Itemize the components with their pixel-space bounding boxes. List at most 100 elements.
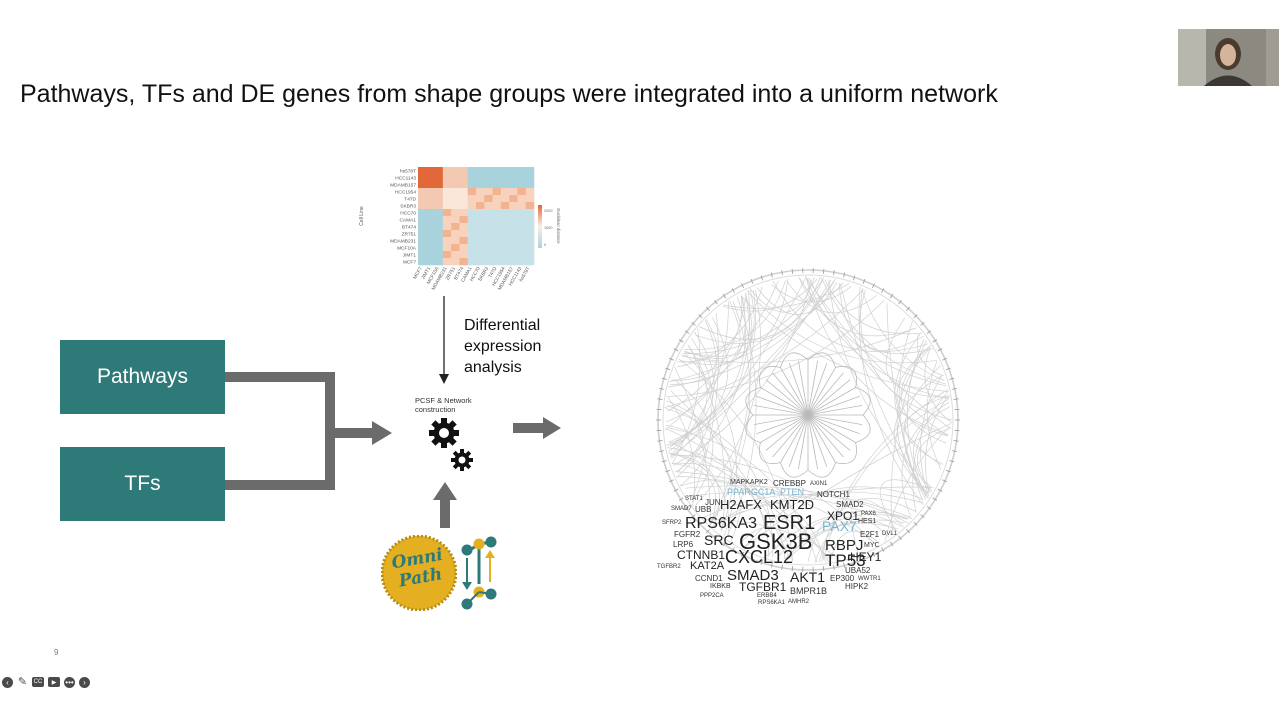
- heatmap-cell: [467, 223, 477, 231]
- gene-label: WWTR1: [858, 576, 881, 582]
- heatmap-cell: [426, 181, 435, 189]
- heatmap-cell: [484, 202, 493, 210]
- heatmap-cell: [500, 181, 510, 189]
- heatmap-cell: [525, 230, 535, 238]
- heatmap-cell: [484, 167, 493, 175]
- heatmap-cell: [451, 258, 460, 266]
- de-line-3: analysis: [464, 359, 522, 376]
- heatmap-cell: [459, 230, 469, 238]
- heatmap-cell: [492, 195, 502, 203]
- connector-out: [335, 428, 375, 438]
- heatmap-colorbar: [538, 205, 542, 248]
- heatmap-cell: [467, 237, 477, 245]
- heatmap-cell: [476, 181, 485, 189]
- heatmap-cell: [459, 167, 469, 175]
- heatmap-cell: [426, 258, 435, 266]
- heatmap-cell: [434, 216, 444, 224]
- heatmap-cell: [476, 202, 485, 210]
- heatmap-cell: [418, 230, 427, 238]
- gene-label: PAX6: [861, 511, 876, 517]
- heatmap-cell: [418, 258, 427, 266]
- heatmap-cell: [459, 181, 469, 189]
- heatmap-cell: [484, 237, 493, 245]
- heatmap-row-label: HCC1954: [395, 189, 416, 195]
- heatmap-cell: [476, 251, 485, 259]
- heatmap-cell: [492, 244, 502, 252]
- heatmap-cell: [426, 209, 435, 217]
- more-icon[interactable]: •••: [64, 677, 75, 688]
- heatmap-cell: [426, 202, 435, 210]
- heatmap-row-label: MCF7: [403, 259, 416, 265]
- captions-icon[interactable]: CC: [32, 677, 44, 687]
- heatmap-cell: [484, 181, 493, 189]
- heatmap-cell: [500, 251, 510, 259]
- arrow-right-icon[interactable]: ›: [79, 677, 90, 688]
- heatmap-cell: [500, 195, 510, 203]
- gene-label: FGFR2: [674, 530, 701, 539]
- heatmap-cell: [484, 223, 493, 231]
- heatmap-cell: [442, 181, 452, 189]
- heatmap-cell: [517, 223, 527, 231]
- heatmap-cell: [492, 167, 502, 175]
- heatmap-cell: [418, 188, 427, 196]
- heatmap-cell: [517, 237, 527, 245]
- heatmap-cell: [426, 251, 435, 259]
- pcsf-label: PCSF & Network construction: [415, 396, 472, 414]
- heatmap-cell: [459, 188, 469, 196]
- arrow-right-icon: [372, 421, 392, 445]
- camera-icon[interactable]: ▶: [48, 677, 60, 687]
- heatmap-cell: [459, 251, 469, 259]
- heatmap-cell: [509, 167, 518, 175]
- gene-label: UBB: [695, 505, 712, 514]
- slide-toolbar: ‹ ✎ CC ▶ ••• ›: [2, 677, 90, 688]
- heatmap-cell: [476, 216, 485, 224]
- heatmap-cell: [426, 237, 435, 245]
- heatmap-row-label: MDAMB157: [390, 182, 416, 188]
- heatmap-cell: [418, 244, 427, 252]
- heatmap-cell: [442, 167, 452, 175]
- connector-top: [225, 372, 335, 382]
- heatmap-cell: [500, 202, 510, 210]
- gene-label: NOTCH1: [817, 490, 850, 499]
- heatmap-cell: [434, 202, 444, 210]
- heatmap-cell: [451, 167, 460, 175]
- heatmap-cell: [517, 181, 527, 189]
- heatmap-y-title: Cell Line: [359, 206, 365, 226]
- gene-label: TGFBR1: [739, 580, 787, 594]
- heatmap-cell: [517, 251, 527, 259]
- heatmap-cell: [418, 237, 427, 245]
- heatmap-cell: [492, 251, 502, 259]
- gene-label: RPS6KA3: [685, 515, 758, 532]
- gene-label: ERBB4: [757, 593, 777, 599]
- heatmap-cell: [418, 223, 427, 231]
- gene-label: EP300: [830, 574, 855, 583]
- presenter-silhouette-icon: [1178, 29, 1279, 86]
- heatmap-cell: [492, 258, 502, 266]
- gene-label: PAX7: [822, 518, 857, 534]
- heatmap-cell: [434, 188, 444, 196]
- gene-label: RBPJ: [825, 537, 864, 554]
- gene-label: E2F1: [860, 530, 880, 539]
- arrow-down-icon: [439, 296, 449, 384]
- network-nodes: [656, 268, 960, 572]
- heatmap-cell: [459, 237, 469, 245]
- gene-label: AKT1: [790, 569, 826, 585]
- gene-label: KAT2A: [690, 560, 725, 572]
- heatmap-cell: [484, 174, 493, 182]
- heatmap-cell: [484, 230, 493, 238]
- omnipath-network-icon: [461, 536, 497, 610]
- small-gear-icon: [451, 449, 473, 471]
- gene-label: CXCL12: [725, 547, 794, 567]
- arrow-left-icon[interactable]: ‹: [2, 677, 13, 688]
- de-line-1: Differential: [464, 317, 541, 334]
- heatmap-cell: [476, 174, 485, 182]
- gene-label: KMT2D: [770, 497, 815, 512]
- heatmap-cell: [525, 188, 535, 196]
- pen-icon[interactable]: ✎: [17, 676, 28, 688]
- heatmap-cell: [451, 223, 460, 231]
- pathways-label: Pathways: [96, 365, 189, 388]
- heatmap-cell: [509, 223, 518, 231]
- gene-label: IKBKB: [710, 583, 731, 590]
- heatmap-cell: [517, 244, 527, 252]
- heatmap-row-label: JIMT1: [403, 252, 417, 258]
